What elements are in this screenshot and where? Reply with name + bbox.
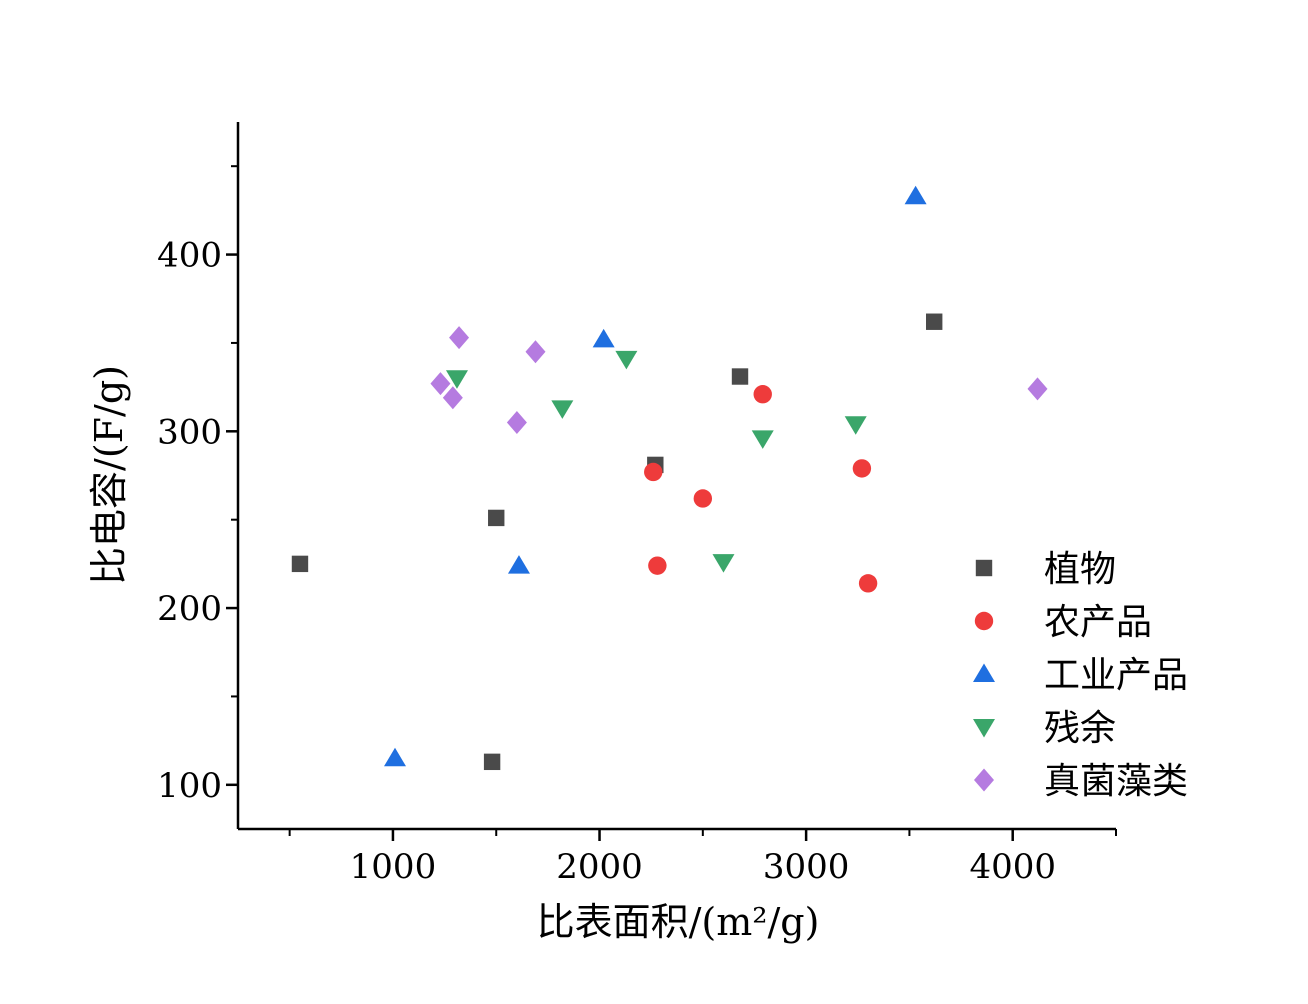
y-tick-label: 300 [157, 412, 222, 452]
legend-marker [973, 663, 995, 682]
data-point [551, 400, 574, 419]
data-point [525, 340, 546, 364]
data-point [384, 747, 407, 767]
series-2 [384, 185, 927, 767]
data-point [291, 555, 309, 573]
legend-label: 工业产品 [1044, 655, 1188, 696]
legend-item: 真菌藻类 [974, 761, 1188, 802]
legend-marker [974, 768, 994, 792]
data-point [712, 554, 735, 573]
data-point [648, 556, 667, 575]
data-point [488, 509, 505, 527]
series-0 [291, 313, 943, 771]
data-point [904, 185, 927, 205]
series-4 [430, 326, 1048, 434]
y-tick-label: 100 [157, 766, 222, 806]
data-point [507, 555, 530, 574]
x-tick-label: 2000 [556, 847, 643, 887]
legend-marker [974, 611, 994, 631]
data-point [731, 368, 749, 385]
data-point [753, 384, 772, 404]
legend-label: 植物 [1044, 549, 1116, 590]
legend-label: 残余 [1044, 708, 1116, 749]
data-point [844, 416, 867, 435]
x-axis-title: 比表面积/(m²/g) [537, 900, 820, 944]
y-axis-title: 比电容/(F/g) [87, 365, 131, 585]
series-1 [644, 384, 878, 593]
data-point [615, 350, 638, 370]
data-point [693, 489, 713, 508]
data-point [592, 328, 615, 348]
x-tick-label: 4000 [969, 847, 1056, 887]
legend-item: 残余 [973, 708, 1116, 749]
data-point [449, 326, 470, 350]
data-point [644, 462, 663, 482]
data-point [852, 459, 872, 478]
legend-label: 真菌藻类 [1044, 761, 1188, 802]
data-point [751, 430, 774, 449]
legend-item: 农产品 [974, 602, 1152, 643]
data-point [1027, 377, 1048, 401]
legend-marker [975, 559, 993, 577]
data-points [291, 185, 1048, 771]
legend-label: 农产品 [1044, 602, 1152, 643]
data-point [430, 372, 451, 396]
data-point [445, 370, 468, 389]
data-point [506, 410, 527, 434]
axes [236, 122, 1116, 831]
data-point [858, 574, 878, 593]
x-tick-label: 3000 [763, 847, 850, 887]
data-point [442, 386, 463, 410]
ticks [226, 165, 1117, 841]
legend-item: 工业产品 [973, 655, 1188, 696]
x-tick-label: 1000 [350, 847, 437, 887]
legend-marker [973, 719, 995, 738]
tick-labels: 1000 2000 3000 4000 100 200 300 400 [157, 236, 1056, 887]
data-point [926, 313, 943, 330]
y-tick-label: 400 [157, 236, 222, 276]
data-point [483, 753, 501, 771]
y-tick-label: 200 [157, 589, 222, 629]
series-3 [445, 350, 867, 573]
legend-item: 植物 [975, 549, 1116, 590]
